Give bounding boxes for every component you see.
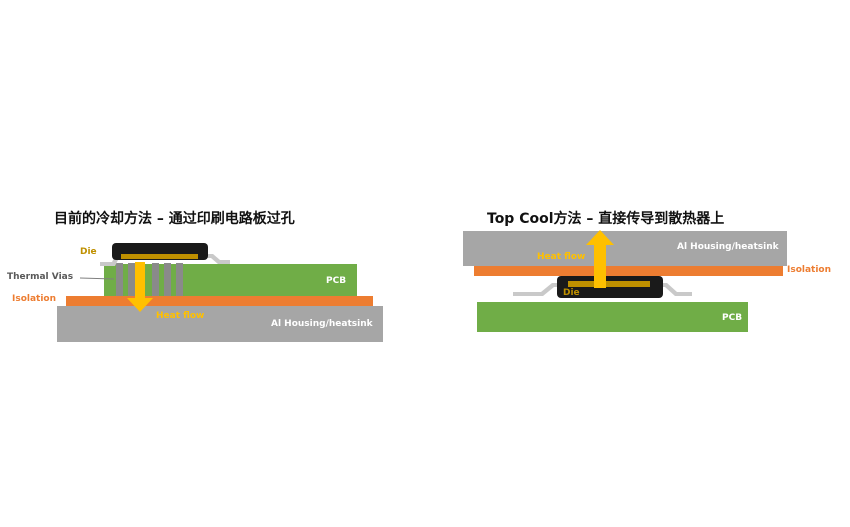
thermal-vias-label: Thermal Vias (7, 272, 74, 282)
right-lead-right (658, 283, 692, 296)
left-housing-label: Al Housing/heatsink (271, 319, 373, 329)
left-heat-flow-label: Heat flow (156, 311, 205, 321)
right-isolation-label: Isolation (787, 265, 832, 275)
left-isolation-label: Isolation (12, 294, 57, 304)
left-heat-flow-arrow (127, 262, 153, 312)
right-die-label: Die (563, 288, 580, 298)
left-pcb-label: PCB (326, 276, 347, 286)
thermal-vias-pointer (79, 277, 115, 280)
left-lead-right (205, 254, 230, 264)
left-die-core (121, 254, 198, 259)
right-isolation-layer (474, 266, 783, 276)
left-thermal-vias (116, 263, 183, 296)
thermal-via (176, 263, 183, 296)
right-diagram (463, 230, 787, 332)
left-diagram (57, 243, 383, 342)
thermal-via (116, 263, 123, 296)
left-pcb-board (104, 264, 357, 296)
right-heat-flow-label: Heat flow (537, 252, 586, 262)
right-diagram-title: Top Cool方法 – 直接传导到散热器上 (487, 211, 725, 227)
right-pcb-label: PCB (722, 313, 743, 323)
left-isolation-layer (66, 296, 373, 306)
right-housing-block (463, 231, 787, 266)
right-die-core (568, 281, 650, 287)
left-housing-block (57, 306, 383, 342)
thermal-via (152, 263, 159, 296)
thermal-via (128, 263, 135, 296)
right-heat-flow-arrow (586, 230, 614, 288)
right-housing-label: Al Housing/heatsink (677, 242, 779, 252)
left-diagram-title: 目前的冷却方法 – 通过印刷电路板过孔 (54, 211, 295, 227)
thermal-via (164, 263, 171, 296)
right-lead-left (513, 283, 562, 296)
left-die-label: Die (80, 247, 97, 257)
right-pcb-board (477, 302, 748, 332)
